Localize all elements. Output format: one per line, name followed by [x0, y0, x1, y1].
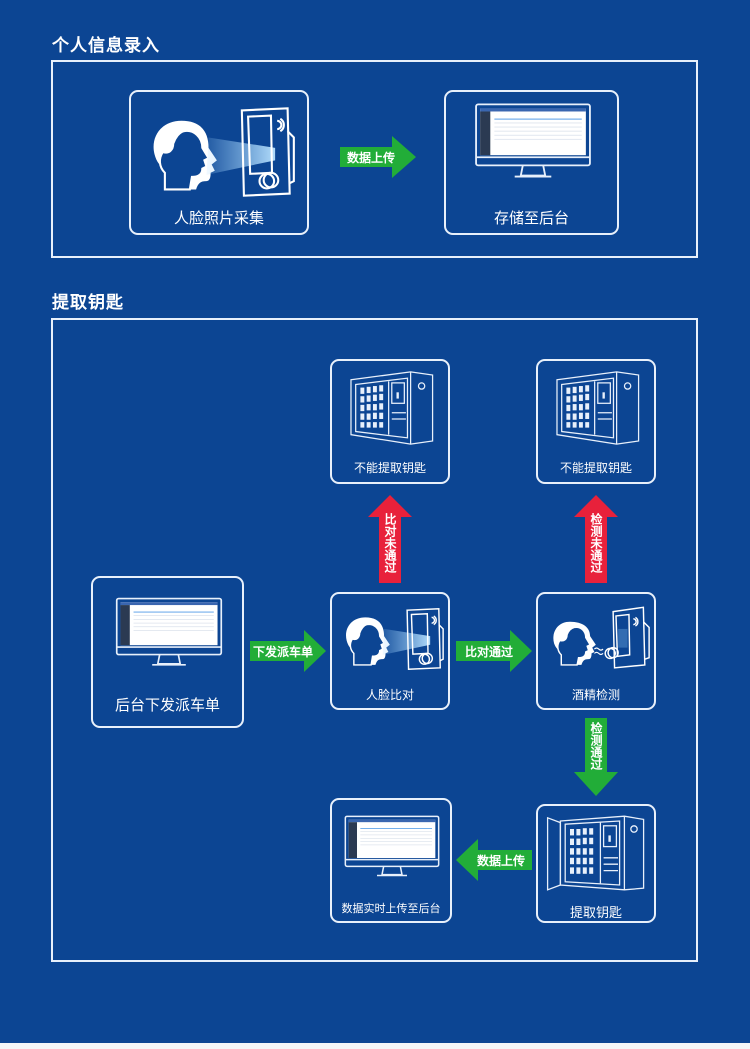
arrow-compare-failed: 比对未通过: [368, 495, 412, 583]
card-alcohol-test: 酒精检测: [536, 592, 656, 710]
card-backend-dispatch: 后台下发派车单: [91, 576, 244, 728]
card-label: 人脸照片采集: [173, 209, 264, 227]
monitor-icon: [113, 596, 225, 672]
personal-info-frame: [51, 60, 698, 258]
monitor-icon: [472, 102, 594, 184]
key-cabinet-icon: [340, 367, 442, 449]
arrow-compare-passed: 比对通过: [456, 630, 532, 672]
arrow-label: 数据上传: [476, 854, 525, 868]
arrow-dispatch-order: 下发派车单: [250, 630, 326, 672]
card-store-backend: 存储至后台: [444, 90, 619, 235]
card-label: 不能提取钥匙: [353, 461, 426, 475]
card-face-compare: 人脸比对: [330, 592, 450, 710]
arrow-label: 比对未通过: [383, 513, 397, 573]
face-scan-terminal-icon: [141, 100, 299, 204]
card-cannot-take-key-1: 不能提取钥匙: [330, 359, 450, 484]
face-scan-terminal-icon: [338, 602, 446, 676]
take-key-frame: [51, 318, 698, 962]
card-label: 数据实时上传至后台: [341, 902, 441, 915]
card-cannot-take-key-2: 不能提取钥匙: [536, 359, 656, 484]
arrow-label: 下发派车单: [252, 645, 313, 659]
card-label: 不能提取钥匙: [559, 461, 632, 475]
key-cabinet-open-icon: [546, 812, 650, 894]
breathalyzer-terminal-icon: [544, 602, 652, 676]
card-label: 后台下发派车单: [114, 696, 220, 714]
arrow-label: 数据上传: [346, 151, 395, 165]
card-face-capture: 人脸照片采集: [129, 90, 309, 235]
card-label: 酒精检测: [571, 688, 620, 702]
arrow-label: 检测未通过: [589, 513, 603, 573]
section-title-personal-info: 个人信息录入: [52, 36, 160, 56]
arrow-label: 检测通过: [589, 722, 603, 770]
arrow-data-upload-1: 数据上传: [340, 136, 416, 178]
card-upload-realtime: 数据实时上传至后台: [330, 798, 452, 923]
card-label: 人脸比对: [365, 688, 414, 702]
arrow-test-failed: 检测未通过: [574, 495, 618, 583]
card-take-key: 提取钥匙: [536, 804, 656, 923]
monitor-icon: [342, 814, 442, 882]
section-title-take-key: 提取钥匙: [52, 293, 124, 313]
arrow-data-upload-2: 数据上传: [456, 839, 532, 881]
key-cabinet-icon: [546, 367, 648, 449]
arrow-test-passed: 检测通过: [574, 718, 618, 796]
card-label: 提取钥匙: [569, 906, 622, 921]
bottom-strip: [0, 1043, 750, 1049]
arrow-label: 比对通过: [464, 645, 513, 659]
card-label: 存储至后台: [493, 209, 569, 227]
